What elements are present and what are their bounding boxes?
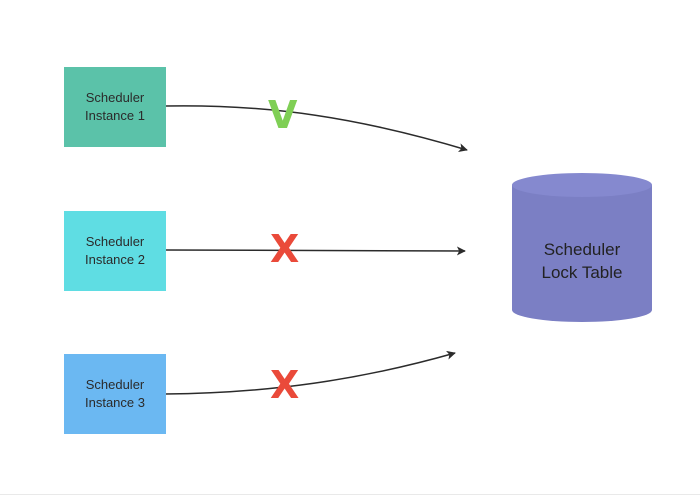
lock-table-label-line2: Lock Table <box>541 263 623 282</box>
arrow-instance-2-to-lock-table <box>164 246 466 256</box>
lock-table-label: Scheduler Lock Table <box>512 238 652 284</box>
instance-3-label-line2: Instance 3 <box>85 395 145 410</box>
scheduler-instance-1: Scheduler Instance 1 <box>64 67 166 147</box>
instance-3-label-line1: Scheduler <box>85 377 145 392</box>
arrow-instance-1-to-lock-table <box>164 105 468 152</box>
instance-2-label-line1: Scheduler <box>85 234 145 249</box>
instance-2-label-line2: Instance 2 <box>85 252 145 267</box>
lock-table-cylinder <box>512 173 652 322</box>
instance-1-label-line2: Instance 1 <box>85 108 145 123</box>
cross-x-icon: X <box>270 227 300 271</box>
arrow-instance-3-to-lock-table <box>164 350 456 395</box>
check-v-icon: V <box>268 93 298 137</box>
cross-x-icon: X <box>270 363 300 407</box>
scheduler-instance-3: Scheduler Instance 3 <box>64 354 166 434</box>
lock-table-label-line1: Scheduler <box>543 240 621 259</box>
bottom-divider <box>0 494 700 495</box>
instance-1-label-line1: Scheduler <box>85 90 145 105</box>
scheduler-instance-2: Scheduler Instance 2 <box>64 211 166 291</box>
